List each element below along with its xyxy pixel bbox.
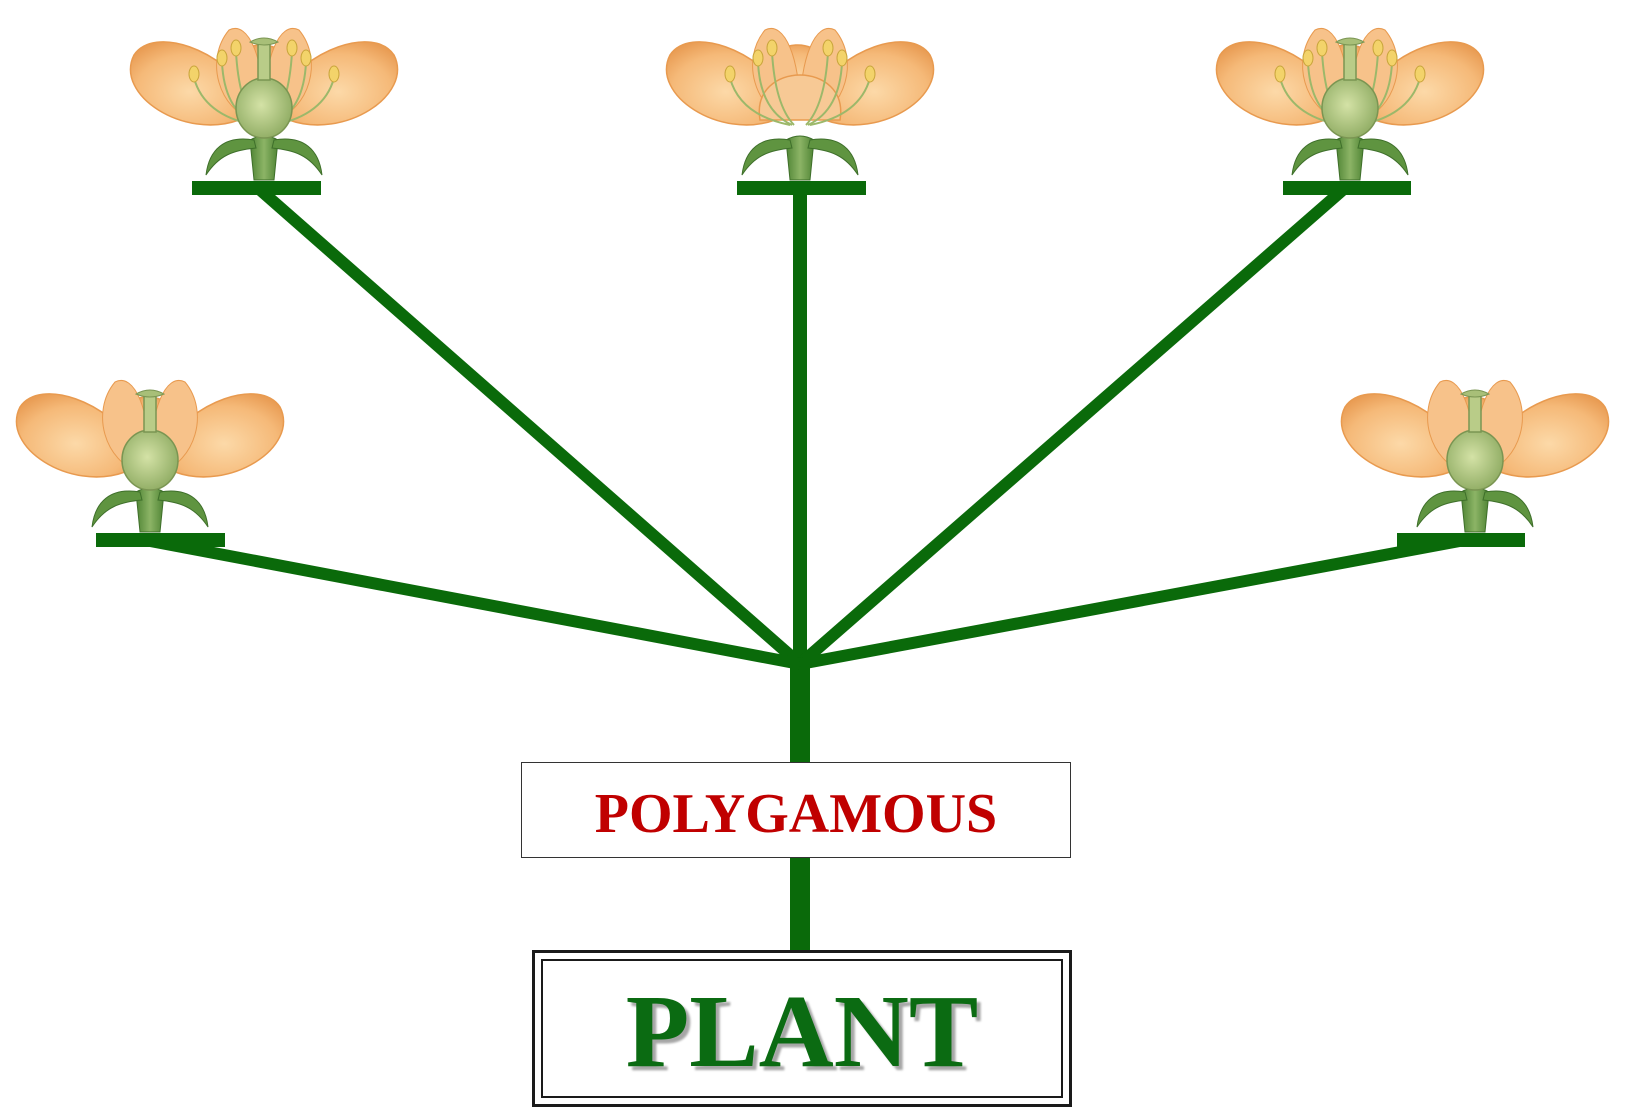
female-flower-icon	[17, 380, 284, 532]
branch-top-right	[800, 188, 1345, 664]
bisexual-flower-icon	[131, 28, 398, 180]
branch-mid-right	[800, 540, 1465, 664]
bisexual-flower-icon	[1217, 28, 1484, 180]
branch-mid-left	[145, 540, 800, 664]
branch-top-left	[258, 188, 800, 664]
root-label-box: PLANT	[532, 950, 1072, 1107]
category-label-box: POLYGAMOUS	[521, 762, 1071, 858]
root-label: PLANT	[626, 980, 978, 1084]
female-flower-icon	[1342, 380, 1609, 532]
male-flower-icon	[667, 28, 934, 180]
root-label-inner-frame: PLANT	[541, 959, 1063, 1098]
category-label: POLYGAMOUS	[595, 786, 997, 842]
